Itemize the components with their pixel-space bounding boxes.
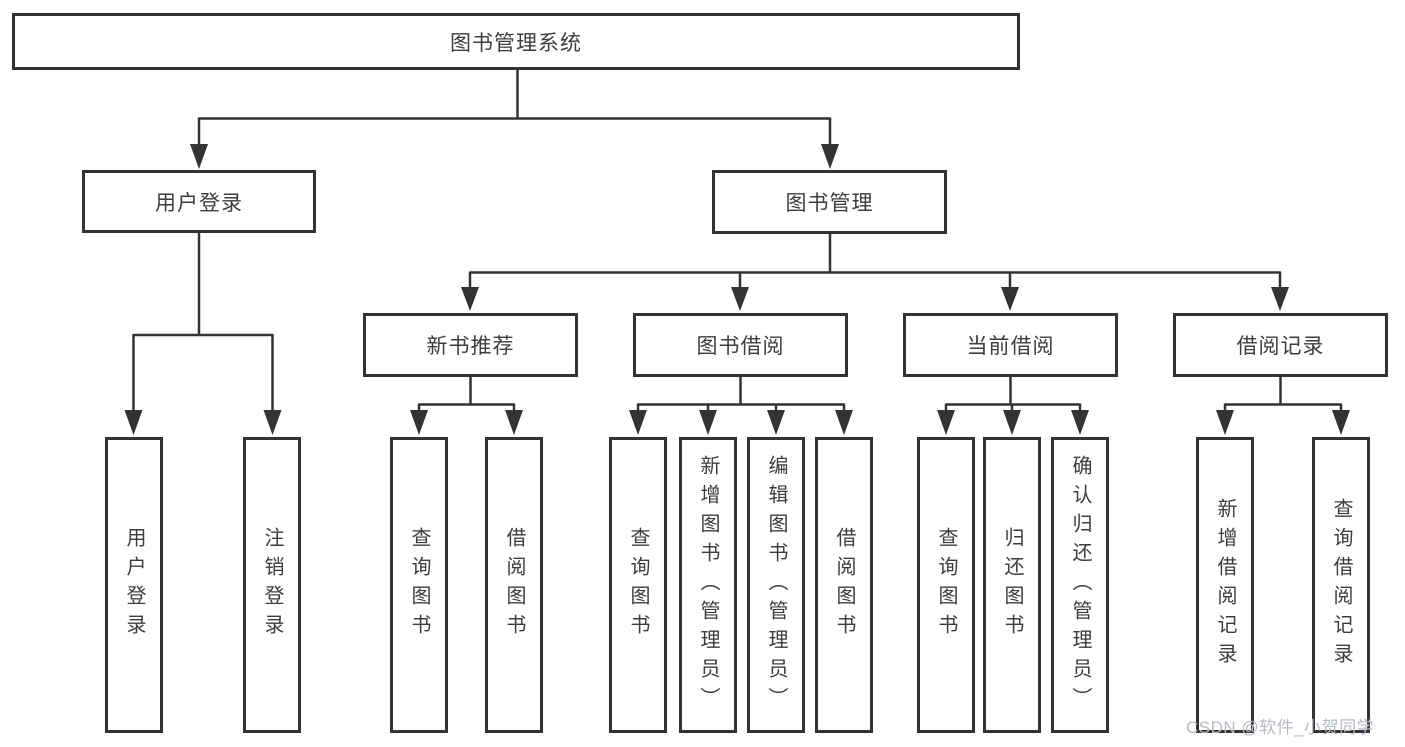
arrowhead bbox=[835, 410, 853, 435]
leaf-rec-query-record: 查询借阅记录 bbox=[1312, 437, 1370, 733]
leaf-nb-borrow-books-label: 借阅图书 bbox=[503, 527, 525, 643]
node-new-book-recommend: 新书推荐 bbox=[363, 313, 578, 377]
arrowhead bbox=[410, 410, 428, 435]
arrowhead bbox=[1003, 410, 1021, 435]
watermark: CSDN @软件_小贺同学 bbox=[1186, 718, 1375, 737]
arrowhead bbox=[461, 287, 479, 311]
node-borrow-records-label: 借阅记录 bbox=[1236, 335, 1325, 358]
arrowheads bbox=[124, 144, 1350, 435]
arrowhead bbox=[1271, 287, 1289, 311]
node-root-label: 图书管理系统 bbox=[450, 31, 582, 55]
leaf-cb-query-books-label: 查询图书 bbox=[935, 527, 957, 643]
leaf-bb-query-books: 查询图书 bbox=[609, 437, 667, 733]
leaf-bb-add-books-admin-label: 新增图书（管理员） bbox=[697, 454, 719, 716]
node-root: 图书管理系统 bbox=[12, 13, 1020, 70]
node-book-management: 图书管理 bbox=[712, 170, 947, 234]
node-current-borrow: 当前借阅 bbox=[903, 313, 1118, 377]
leaf-cb-return-books-label: 归还图书 bbox=[1001, 527, 1023, 643]
arrowhead bbox=[190, 144, 208, 169]
leaf-bb-borrow-books-label: 借阅图书 bbox=[833, 527, 855, 643]
arrowhead bbox=[505, 410, 523, 435]
node-book-borrow-label: 图书借阅 bbox=[696, 335, 785, 358]
arrowhead bbox=[629, 410, 647, 435]
leaf-logout-label: 注销登录 bbox=[261, 527, 283, 643]
arrowhead bbox=[124, 410, 143, 435]
node-current-borrow-label: 当前借阅 bbox=[966, 335, 1055, 358]
arrowhead bbox=[937, 410, 955, 435]
leaf-bb-edit-books-admin: 编辑图书（管理员） bbox=[747, 437, 805, 733]
node-user-login: 用户登录 bbox=[82, 170, 316, 233]
leaf-rec-add-record-label: 新增借阅记录 bbox=[1214, 498, 1236, 672]
node-borrow-records: 借阅记录 bbox=[1173, 313, 1388, 377]
leaf-user-login-label: 用户登录 bbox=[123, 527, 145, 643]
leaf-nb-borrow-books: 借阅图书 bbox=[485, 437, 543, 733]
leaf-user-login: 用户登录 bbox=[105, 437, 163, 733]
leaf-nb-query-books: 查询图书 bbox=[390, 437, 448, 733]
arrowhead bbox=[1071, 410, 1089, 435]
leaf-cb-return-books: 归还图书 bbox=[983, 437, 1041, 733]
leaf-bb-add-books-admin: 新增图书（管理员） bbox=[679, 437, 737, 733]
arrowhead bbox=[821, 144, 839, 169]
leaf-rec-add-record: 新增借阅记录 bbox=[1196, 437, 1254, 733]
connector-lines bbox=[132, 70, 1343, 412]
arrowhead bbox=[1216, 410, 1234, 435]
arrowhead bbox=[699, 410, 717, 435]
arrowhead bbox=[767, 410, 785, 435]
arrowhead bbox=[1332, 410, 1350, 435]
leaf-bb-borrow-books: 借阅图书 bbox=[815, 437, 873, 733]
arrowhead bbox=[731, 287, 749, 311]
node-book-borrow: 图书借阅 bbox=[633, 313, 848, 377]
leaf-bb-query-books-label: 查询图书 bbox=[627, 527, 649, 643]
leaf-nb-query-books-label: 查询图书 bbox=[408, 527, 430, 643]
node-user-login-label: 用户登录 bbox=[155, 191, 243, 215]
leaf-logout: 注销登录 bbox=[243, 437, 301, 733]
leaf-cb-query-books: 查询图书 bbox=[917, 437, 975, 733]
leaf-cb-confirm-return-admin-label: 确认归还（管理员） bbox=[1069, 454, 1091, 716]
arrowhead bbox=[263, 410, 282, 435]
leaf-bb-edit-books-admin-label: 编辑图书（管理员） bbox=[765, 454, 787, 716]
node-new-book-recommend-label: 新书推荐 bbox=[426, 335, 515, 358]
leaf-cb-confirm-return-admin: 确认归还（管理员） bbox=[1051, 437, 1109, 733]
node-book-management-label: 图书管理 bbox=[785, 192, 874, 215]
leaf-rec-query-record-label: 查询借阅记录 bbox=[1330, 498, 1352, 672]
arrowhead bbox=[1001, 287, 1019, 311]
